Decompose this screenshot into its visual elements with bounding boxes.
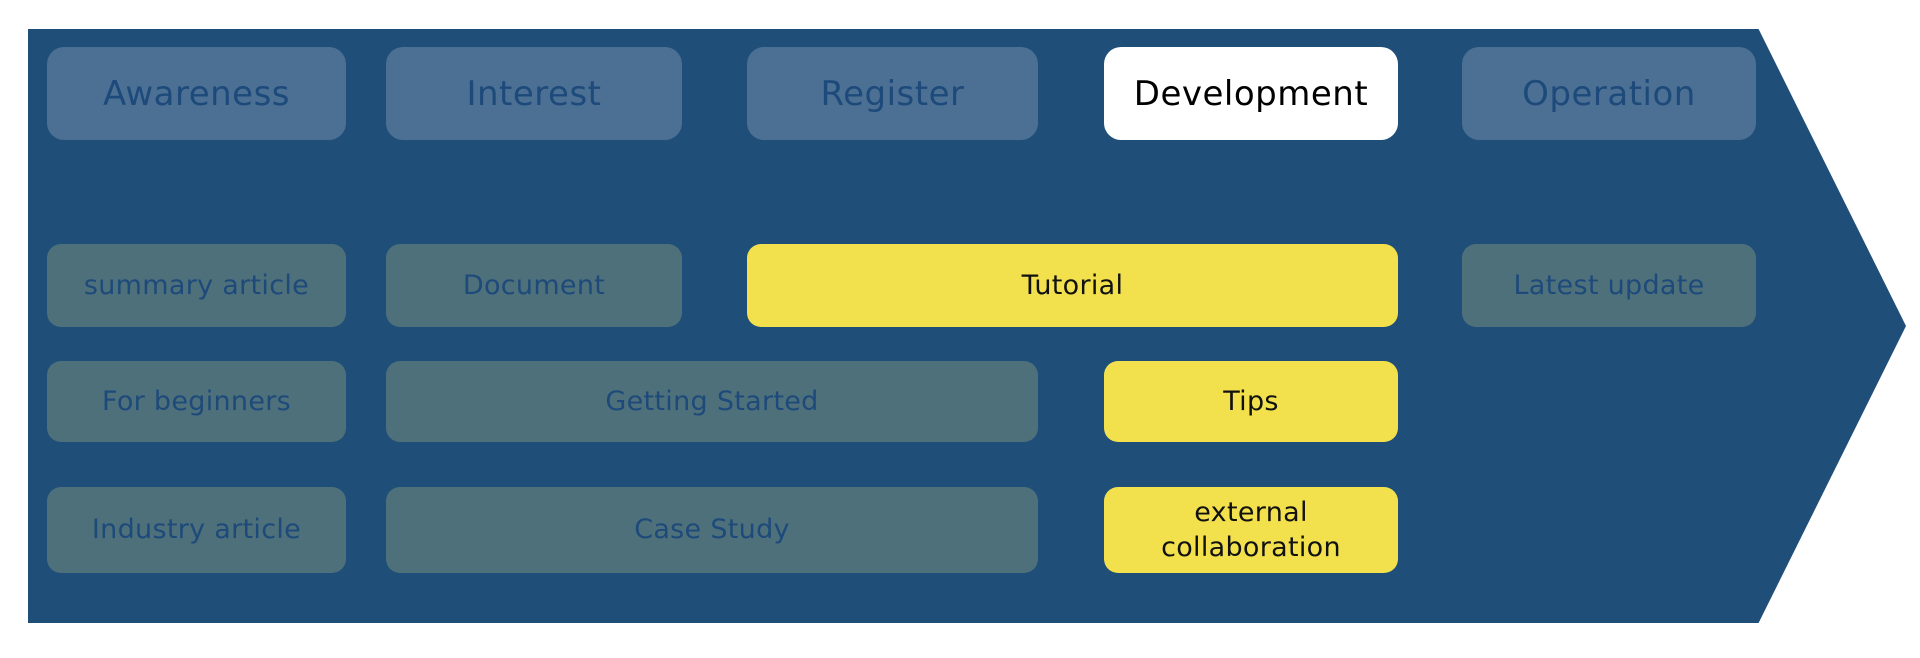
content-latest-update: Latest update [1462, 244, 1756, 327]
content-external-collaboration: external collaboration [1104, 487, 1398, 573]
content-case-study: Case Study [386, 487, 1038, 573]
journey-arrow-shape: Awareness Interest Register Development … [28, 29, 1906, 623]
stage-register: Register [747, 47, 1038, 140]
stage-development-active: Development [1104, 47, 1398, 140]
content-summary-article: summary article [47, 244, 346, 327]
stage-operation: Operation [1462, 47, 1756, 140]
content-tutorial: Tutorial [747, 244, 1398, 327]
content-getting-started: Getting Started [386, 361, 1038, 442]
stage-interest: Interest [386, 47, 682, 140]
stage-awareness: Awareness [47, 47, 346, 140]
content-row-3: Industry article Case Study external col… [47, 487, 1906, 573]
content-industry-article: Industry article [47, 487, 346, 573]
content-document: Document [386, 244, 682, 327]
content-tips: Tips [1104, 361, 1398, 442]
content-row-1: summary article Document Tutorial Latest… [47, 244, 1906, 327]
stage-row: Awareness Interest Register Development … [47, 47, 1906, 140]
content-row-2: For beginners Getting Started Tips [47, 361, 1906, 442]
content-for-beginners: For beginners [47, 361, 346, 442]
